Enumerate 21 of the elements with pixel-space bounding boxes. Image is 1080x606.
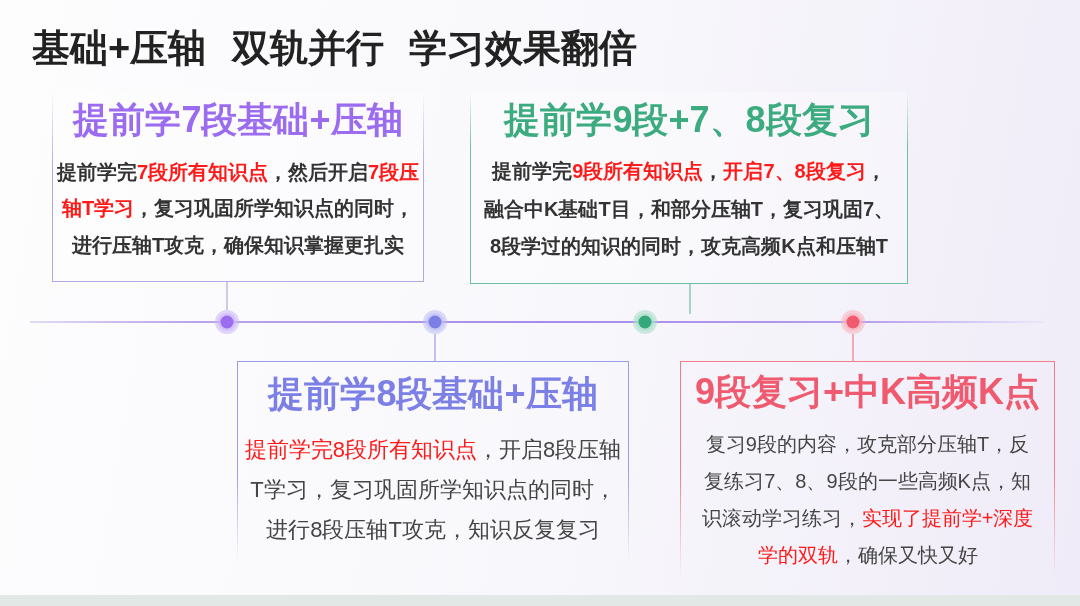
card-description: 提前学完9段所有知识点，开启7、8段复习，融合中K基础T目，和部分压轴T，复习巩固7、8段学过的知识的同时，攻克高频K点和压轴T xyxy=(483,159,895,260)
card-description: 提前学完7段所有知识点，然后开启7段压轴T学习，复习巩固所学知识点的同时，进行压轴T攻克，确保知识掌握更扎实 xyxy=(55,159,421,258)
page-title: 基础+压轴 双轨并行 学习效果翻倍 xyxy=(32,26,638,71)
info-card xyxy=(237,361,629,561)
card-description: 复习9段的内容，攻克部分压轴T，反复练习7、8、9段的一些高频K点，知识滚动学习练习，实现了提前学+深度学的双轨，确保又快又好 xyxy=(700,431,1035,568)
timeline-dot xyxy=(633,310,657,334)
card-heading: 提前学8段基础+压轴 xyxy=(266,371,599,415)
card-description: 提前学完8段所有知识点，开启8段压轴T学习，复习巩固所学知识点的同时，进行8段压轴T攻克，知识反复复习 xyxy=(243,436,623,544)
info-card xyxy=(470,92,908,284)
card-heading: 提前学7段基础+压轴 xyxy=(71,97,404,141)
card-heading: 提前学9段+7、8段复习 xyxy=(502,97,875,141)
timeline-dot xyxy=(841,310,865,334)
connector-line xyxy=(226,281,228,311)
card-heading: 9段复习+中K高频K点 xyxy=(693,369,1041,413)
info-card xyxy=(680,361,1055,576)
timeline-dot xyxy=(215,310,239,334)
connector-line xyxy=(434,333,436,362)
timeline-dot xyxy=(423,310,447,334)
connector-line xyxy=(689,283,691,315)
info-card xyxy=(52,92,424,282)
connector-line xyxy=(852,333,854,362)
